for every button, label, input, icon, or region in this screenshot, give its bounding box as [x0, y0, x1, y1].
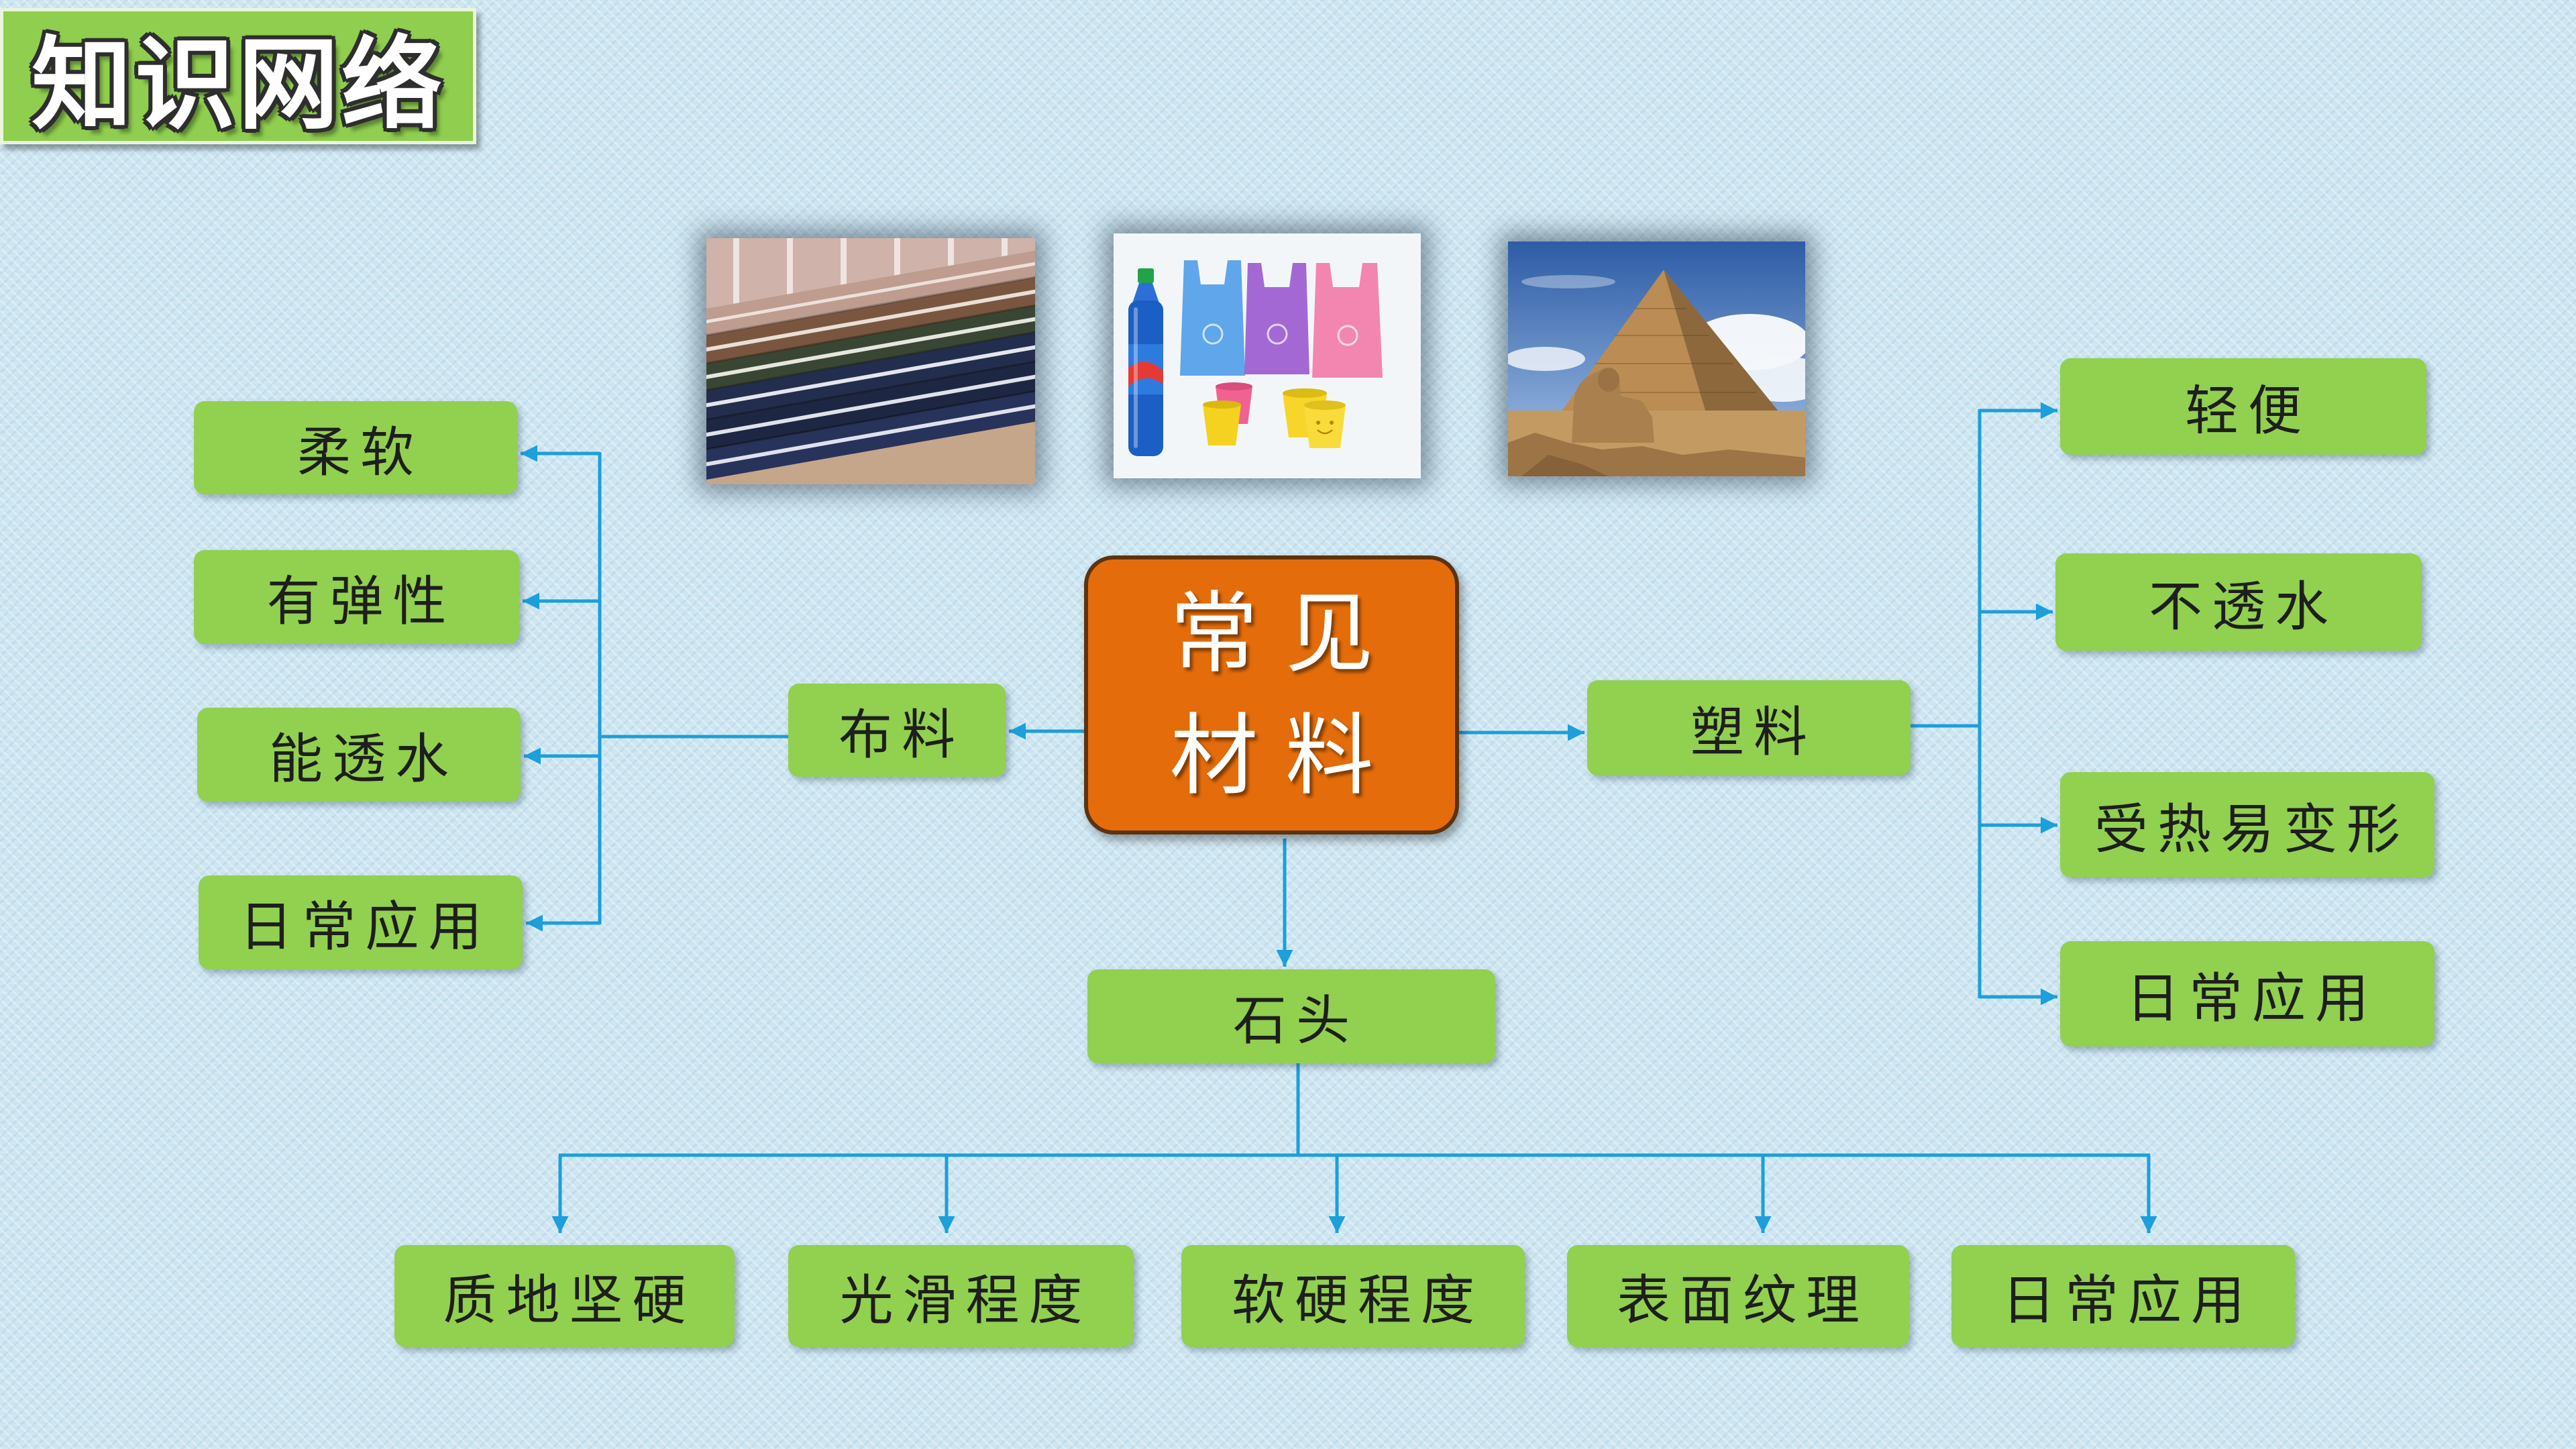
fabric-stripe — [706, 317, 1035, 379]
cup-face-eye — [1316, 421, 1320, 425]
foreground-rocks — [1521, 455, 1609, 476]
pyramid-shadow-face — [1664, 270, 1784, 424]
stone-property-surface-pattern: 表面纹理 — [1567, 1245, 1909, 1347]
stone-property-daily-use: 日常应用 — [1951, 1245, 2295, 1347]
plastic-property-heat-deformable: 受热易变形 — [2060, 772, 2434, 877]
plastic-property-light: 轻便 — [2060, 358, 2426, 455]
cloud — [1508, 347, 1585, 371]
fabric-stripe — [706, 404, 1035, 466]
slide-title: 知识网络 — [31, 27, 445, 144]
title-banner: 知识网络 — [0, 8, 476, 144]
fold-shadow — [706, 304, 1035, 364]
fabric-stripe — [841, 238, 847, 285]
fabric-node: 布料 — [788, 684, 1006, 777]
cloud — [1521, 275, 1615, 288]
plastic-property-waterproof: 不透水 — [2055, 553, 2422, 651]
fabric-stripe — [706, 262, 1035, 323]
sphinx-head — [1598, 368, 1619, 392]
stone-node: 石头 — [1087, 969, 1495, 1063]
recycle-icon — [1267, 323, 1288, 345]
fold-shadow — [706, 331, 1035, 391]
recycle-icon — [1202, 323, 1224, 345]
fabric-property-permeable: 能透水 — [197, 708, 521, 802]
cup-face-eye — [1330, 421, 1334, 425]
fabric-stripe — [706, 345, 1035, 407]
plastic-bottle — [1128, 268, 1163, 456]
plastic-cup-yellow — [1304, 405, 1346, 448]
sphinx — [1572, 368, 1654, 443]
fabric-property-daily-use: 日常应用 — [199, 875, 523, 969]
cup-rim — [1216, 382, 1252, 390]
bottle-highlight — [1134, 307, 1138, 448]
recycle-icon — [1337, 325, 1358, 346]
plastic-bag-purple — [1244, 263, 1309, 374]
cup-rim — [1283, 388, 1327, 398]
fabric-stripe — [787, 238, 793, 294]
center-node: 常见 材料 — [1084, 555, 1459, 835]
fabric-stripe — [948, 238, 954, 266]
bottle-cap — [1138, 268, 1154, 283]
center-node-line1: 常见 — [1169, 582, 1401, 686]
fabric-stripe — [706, 289, 1035, 352]
cup-face-smile — [1317, 429, 1333, 435]
stone-property-smoothness: 光滑程度 — [788, 1245, 1134, 1347]
stone-property-hardness: 软硬程度 — [1181, 1245, 1525, 1347]
fabric-property-elastic: 有弹性 — [194, 550, 519, 644]
plastic-items-photo — [1114, 233, 1421, 478]
center-node-line2: 材料 — [1169, 704, 1401, 808]
cup-rim — [1203, 400, 1241, 409]
fabric-stripe — [1002, 238, 1008, 257]
stone-property-hard-texture: 质地坚硬 — [394, 1245, 735, 1347]
fabric-photo — [706, 238, 1035, 484]
plastic-node: 塑料 — [1587, 680, 1911, 775]
plastic-bag-pink — [1312, 263, 1383, 378]
fold-shadow — [706, 276, 1035, 336]
folded-fabric-stack — [706, 238, 1035, 480]
pyramid-photo — [1508, 241, 1805, 476]
plastic-bag-blue — [1180, 260, 1245, 376]
fabric-property-soft: 柔软 — [194, 401, 517, 494]
fabric-stripe — [706, 374, 1035, 437]
bottle-label-swoosh — [1128, 362, 1163, 386]
fabric-stripe — [894, 238, 900, 276]
fold-shadow — [706, 360, 1035, 421]
plastic-cup-yellow — [1203, 405, 1241, 445]
fold-shadow — [706, 390, 1035, 450]
cup-rim — [1304, 400, 1346, 410]
fabric-stripe — [733, 238, 739, 304]
plastic-property-daily-use: 日常应用 — [2060, 941, 2434, 1046]
